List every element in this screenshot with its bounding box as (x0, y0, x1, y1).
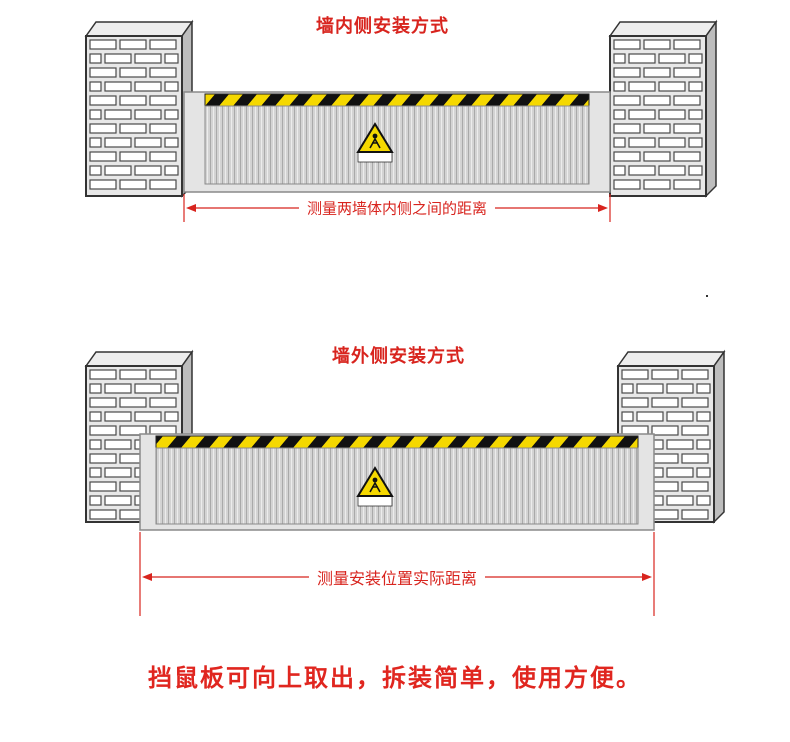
outside-measure-label: 测量安装位置实际距离 (308, 565, 486, 589)
inside-install-diagram: 墙内侧安装方式 (0, 0, 790, 260)
caution-triangle-icon (356, 122, 394, 163)
inside-install-title: 墙内侧安装方式 (316, 16, 449, 37)
inside-measure-label: 测量两墙体内侧之间的距离 (298, 197, 496, 219)
outside-install-diagram: 墙外侧安装方式 (0, 330, 790, 630)
inside-install-illustration (84, 19, 718, 222)
outside-install-title: 墙外侧安装方式 (332, 346, 465, 367)
left-brick-pillar (84, 19, 194, 198)
outside-install-illustration (84, 349, 726, 616)
caution-triangle-icon (356, 466, 394, 507)
stray-dot (706, 295, 708, 297)
footer-caption: 挡鼠板可向上取出，拆装简单，使用方便。 (148, 664, 642, 692)
left-brick-pillar (84, 349, 194, 524)
outside-barrier-board (139, 433, 655, 531)
inside-barrier-board (183, 91, 611, 193)
right-brick-pillar (608, 19, 718, 198)
